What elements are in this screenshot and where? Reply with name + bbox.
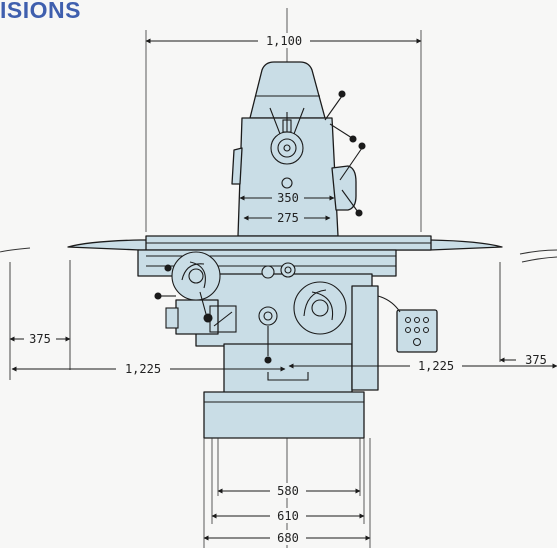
base: [203, 391, 365, 439]
dim-label-580: 580: [277, 484, 299, 498]
dimension-labels: 1,100 350 275 375 375 1,225 1,225 580 61…: [29, 33, 547, 545]
table-end-references: [0, 247, 557, 380]
dim-label-1225-right: 1,225: [418, 359, 454, 373]
dim-label-1225-left: 1,225: [125, 362, 161, 376]
dim-label-680: 680: [277, 531, 299, 545]
dim-label-1100: 1,100: [266, 34, 302, 48]
dim-label-350: 350: [277, 191, 299, 205]
dim-label-375-right: 375: [525, 353, 547, 367]
spindle-nose: [270, 131, 304, 165]
machine-details: [146, 90, 431, 403]
side-gearbox-right: [351, 285, 379, 391]
side-plate-left: [231, 147, 243, 185]
dim-label-375-left: 375: [29, 332, 51, 346]
dimension-lines: [9, 38, 557, 541]
handwheel-right: [293, 281, 347, 335]
handwheel-left: [171, 251, 221, 301]
dim-label-610: 610: [277, 509, 299, 523]
dim-label-275: 275: [277, 211, 299, 225]
side-housing-right: [331, 165, 357, 211]
pendant-buttons: [405, 317, 429, 346]
machine-body: [67, 61, 503, 439]
control-pendant: [396, 309, 438, 353]
base-extension-lines: [203, 438, 371, 548]
ram-head: [249, 61, 326, 119]
section-heading: ISIONS: [0, 0, 81, 23]
